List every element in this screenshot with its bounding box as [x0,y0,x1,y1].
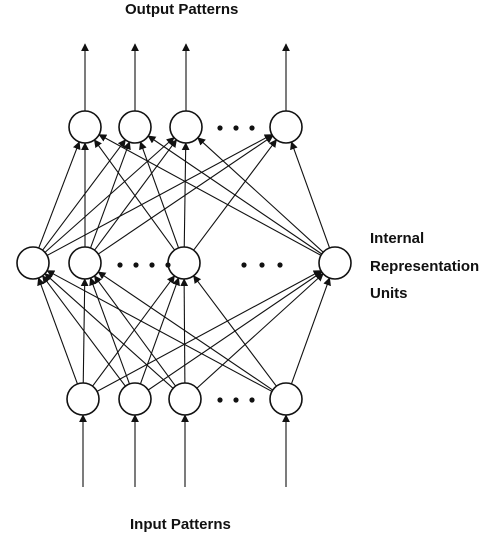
input-unit-2 [118,382,152,416]
connection-input2-hidden2 [89,277,130,385]
hidden-unit-3 [167,246,201,280]
input-patterns-label: Input Patterns [130,516,231,533]
input-unit-4 [269,382,303,416]
internal-label-line3: Units [370,285,408,302]
connection-hidden4-output4 [290,141,331,249]
output-ellipsis-dot-3 [249,125,255,131]
hidden-ellipsis-a-dot-1 [117,262,123,268]
connection-input4-hidden1 [46,270,273,392]
input-ellipsis-dot-2 [233,397,239,403]
output-unit-2 [118,110,152,144]
connection-input1-hidden3 [92,275,175,387]
connection-hidden2-output2 [90,141,131,249]
output-ellipsis-dot-1 [217,125,223,131]
input-ellipsis-dot-3 [249,397,255,403]
hidden-ellipsis-b-dot-3 [277,262,283,268]
hidden-ellipsis-a-dot-2 [133,262,139,268]
connection-input3-hidden2 [94,275,176,387]
connection-hidden3-output3 [181,142,190,248]
connection-input4-hidden4 [290,277,331,385]
internal-label-line1: Internal [370,230,425,247]
hidden-ellipsis-b-dot-2 [259,262,265,268]
connection-input4-hidden2 [97,271,274,391]
connection-hidden1-output2 [42,139,126,251]
hidden-ellipsis-b-dot-1 [241,262,247,268]
hidden-unit-4 [318,246,352,280]
connection-hidden4-output3 [197,137,324,253]
hidden-ellipsis-a-dot-4 [165,262,171,268]
connection-hidden4-output1 [98,134,322,256]
connection-input3-hidden4 [196,273,324,389]
connection-hidden4-output2 [147,135,323,255]
connection-input1-hidden1 [37,277,78,385]
output-patterns-label: Output Patterns [125,1,239,18]
connection-hidden1-output1 [38,141,81,249]
connection-input3-hidden1 [44,273,174,389]
output-unit-1 [68,110,102,144]
hidden-unit-1 [16,246,50,280]
connection-hidden2-output3 [94,139,177,251]
connection-hidden3-output1 [93,139,176,251]
output-unit-4 [269,110,303,144]
connection-input4-hidden3 [193,275,277,387]
connection-input1-hidden4 [96,270,322,392]
output-unit-3 [169,110,203,144]
input-unit-1 [66,382,100,416]
input-unit-3 [168,382,202,416]
connection-hidden3-output2 [139,141,180,249]
hidden-ellipsis-a-dot-3 [149,262,155,268]
hidden-unit-2 [68,246,102,280]
connection-input2-hidden1 [42,275,126,387]
input-ellipsis-dot-1 [217,397,223,403]
output-ellipsis-dot-2 [233,125,239,131]
internal-label-line2: Representation [370,258,480,275]
connection-input3-hidden3 [180,278,189,384]
